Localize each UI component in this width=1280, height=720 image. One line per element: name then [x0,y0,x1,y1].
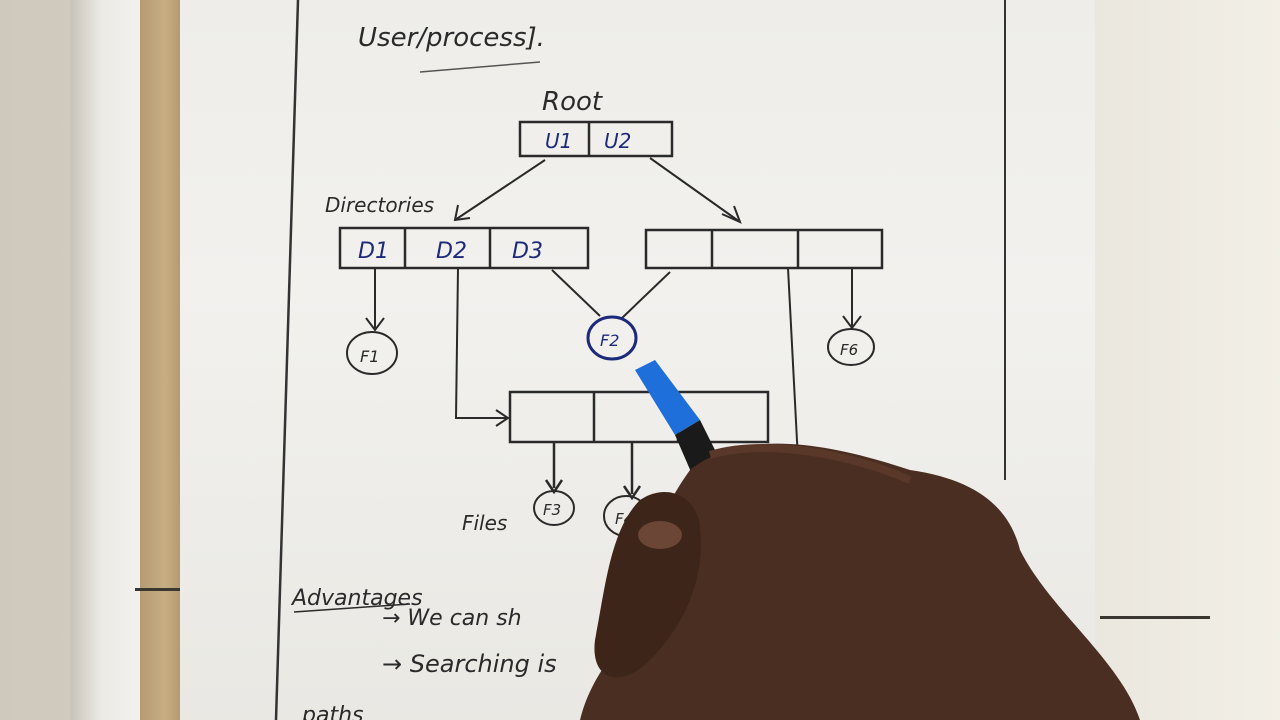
files-label: Files [462,511,507,535]
file-label-f1: F1 [360,347,379,366]
right-directory-box [644,228,884,270]
thumbnail [638,521,682,549]
root-cell-u1: U1 [545,129,572,153]
pen-blue-tip [635,360,700,435]
left-directory-box [338,226,590,270]
directories-label: Directories [325,193,434,217]
root-cell-u2: U2 [604,129,631,153]
hand [580,443,1140,720]
hand-with-pen [580,360,1140,720]
root-label: Root [542,87,603,117]
finger-crease [708,444,912,484]
notebook-side-page [70,0,150,720]
file-circle-f2 [586,315,638,361]
dir-cell-d2: D2 [436,239,467,264]
dir-cell-d3: D3 [512,239,543,264]
file-circle-f1 [346,331,398,375]
left-margin-line [274,0,300,720]
advantages-heading: Advantages [290,586,423,611]
dir-cell-d1: D1 [358,239,389,264]
file-label-f2: F2 [600,331,619,350]
header-note: User/process]. [358,23,545,53]
footer-fragment: paths [301,703,363,720]
advantage-item-2: → Searching is [382,650,557,678]
root-box [518,120,674,158]
table-edge-line-left [135,588,180,591]
table-edge-line-right [1100,616,1210,619]
root-arrows [453,157,742,224]
right-paper-sheet [1095,0,1280,720]
directory-connections [365,267,862,461]
file-circle-f6 [827,328,875,366]
file-label-f6: F6 [840,341,858,359]
advantage-item-1: → We can sh [382,606,522,631]
file-label-f3: F3 [543,501,561,519]
